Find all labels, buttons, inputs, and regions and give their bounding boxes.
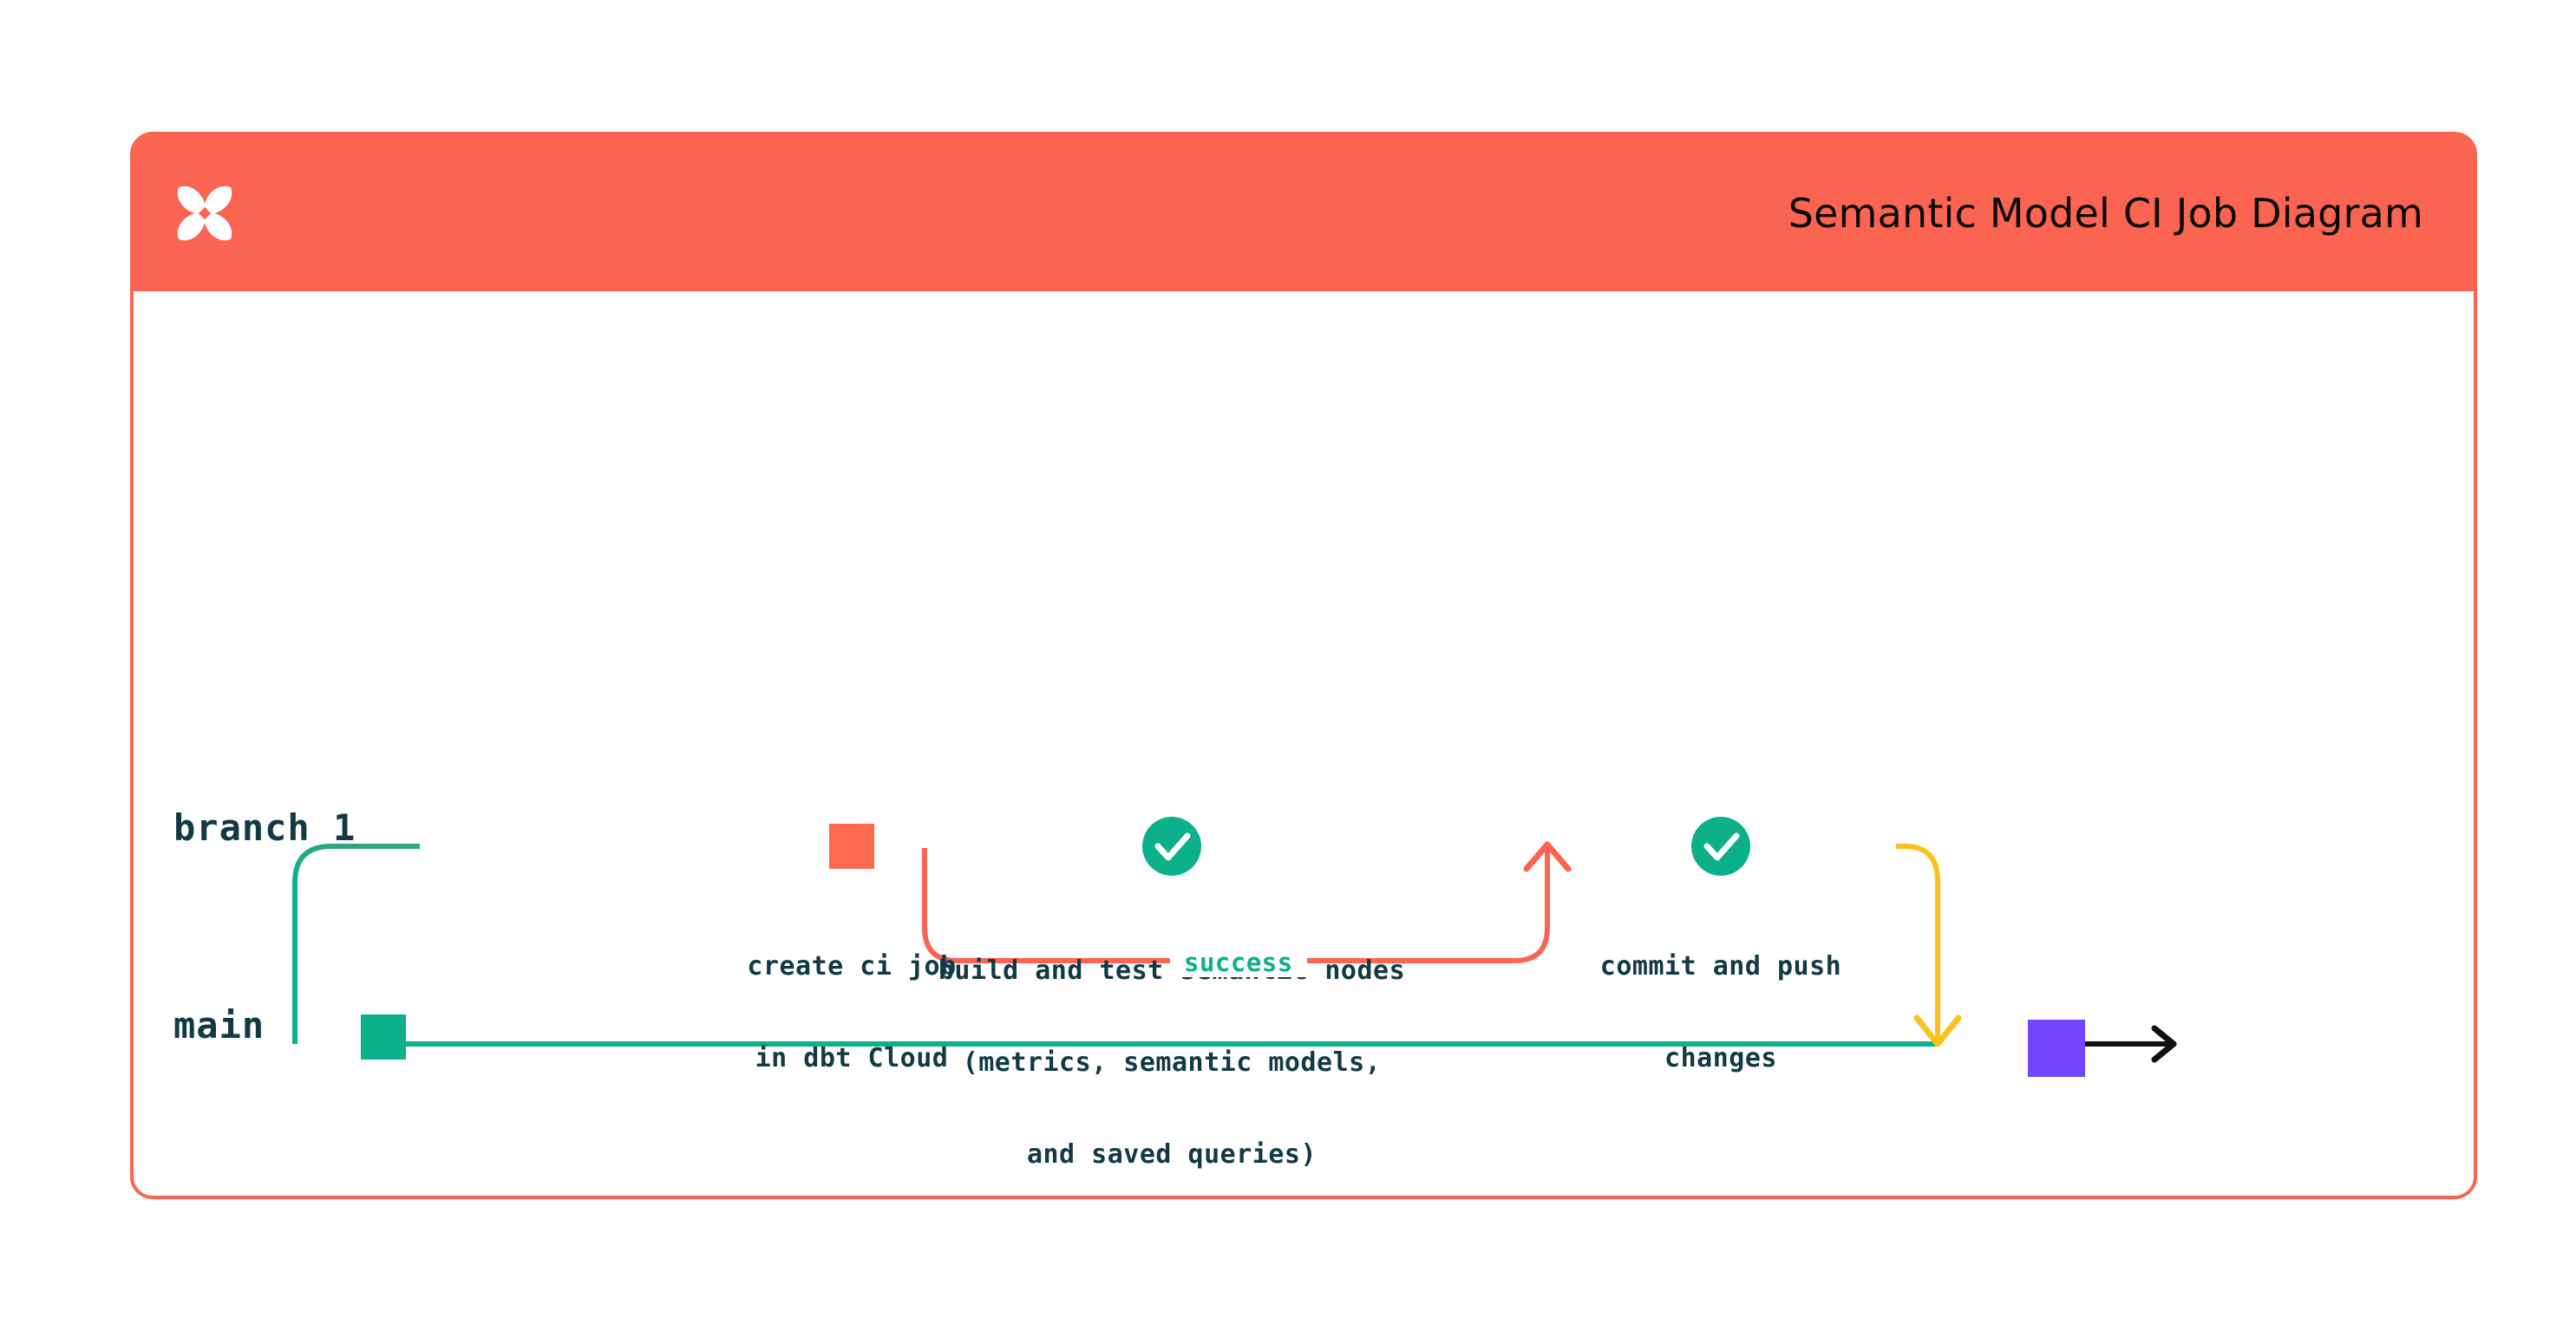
branch-label-main: main (173, 1004, 265, 1047)
node-label-line: changes (1664, 1042, 1777, 1073)
edge-label-success: success (1170, 948, 1307, 977)
node-label-line: (metrics, semantic models, (962, 1047, 1382, 1078)
node-marker-commit-and-push[interactable] (1691, 817, 1750, 876)
node-label-merge-to-main: merge to main and deploy to production (1840, 1158, 2273, 1196)
card-header: Semantic Model CI Job Diagram (134, 135, 2474, 291)
node-marker-build-and-test[interactable] (1142, 817, 1201, 876)
main-continue-arrow (2085, 1025, 2177, 1063)
page-title: Semantic Model CI Job Diagram (1788, 190, 2423, 237)
card-body: branch 1 main create ci job in dbt Cloud… (134, 291, 2474, 1196)
node-marker-merge-to-main[interactable] (2028, 1020, 2085, 1077)
node-label-commit-and-push: commit and push changes (1504, 890, 1938, 1135)
node-marker-create-ci-job[interactable] (829, 824, 874, 869)
dbt-logo-icon (165, 173, 245, 253)
node-label-line: commit and push (1599, 950, 1842, 982)
branch-label-branch-1: branch 1 (173, 806, 356, 849)
merge-arrow-down (1913, 1011, 1962, 1047)
diagram-card: Semantic Model CI Job Diagram (130, 132, 2477, 1199)
node-label-build-and-test: build and test semantic nodes (metrics, … (912, 894, 1432, 1196)
node-marker-main-start[interactable] (361, 1014, 406, 1060)
node-label-line: create ci job (747, 950, 957, 982)
node-label-line: in dbt Cloud (755, 1042, 949, 1073)
branch-1-line (292, 844, 1940, 1044)
node-label-line: and saved queries) (1026, 1139, 1317, 1171)
node-label-create-ci-job: create ci job in dbt Cloud (678, 890, 1025, 1135)
